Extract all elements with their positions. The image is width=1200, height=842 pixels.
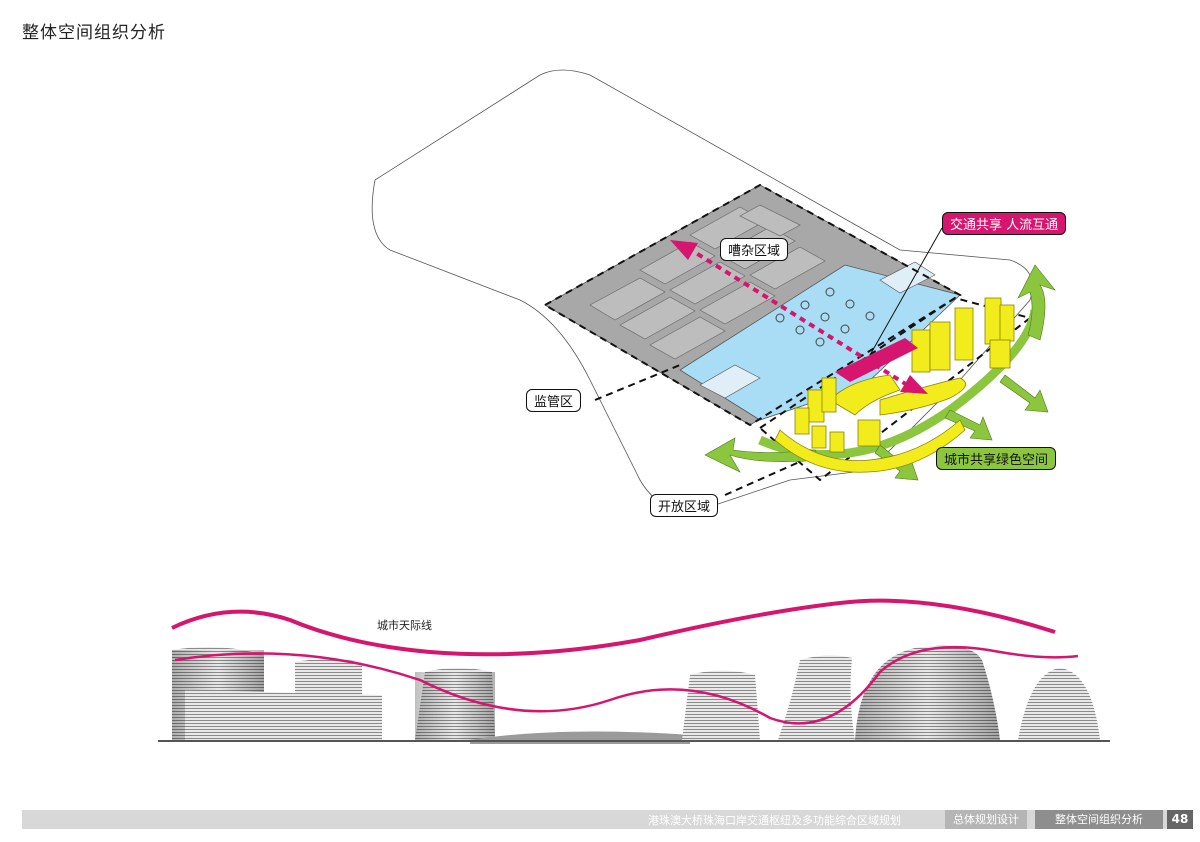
zone-dashed-outline: [542, 183, 962, 427]
traffic-leader: [869, 227, 943, 356]
footer-project-title: 港珠澳大桥珠海口岸交通枢纽及多功能综合区域规划: [648, 814, 901, 827]
skyline-buildings: [158, 645, 1110, 744]
supervision-label: 监管区: [526, 389, 582, 412]
supervision-zone-dots: [775, 287, 875, 347]
skyline-label: 城市天际线: [377, 619, 432, 632]
open-area-label: 开放区域: [650, 494, 719, 517]
green-arrows: [704, 264, 1056, 481]
open-zone-dashed-outline: [758, 296, 1033, 482]
green-space-label: 城市共享绿色空间: [936, 447, 1057, 470]
footer-current-tab: 整体空间组织分析: [1035, 810, 1163, 829]
footer-section-tab: 总体规划设计: [945, 810, 1027, 829]
page-title: 整体空间组织分析: [22, 23, 166, 43]
mixed-area-label: 嘈杂区域: [720, 238, 789, 261]
footer-bar: [22, 810, 1177, 829]
mixed-zone-blocks: [589, 204, 826, 360]
traffic-arrow: [670, 240, 928, 394]
skyline-curve-lower: [174, 645, 1079, 725]
yellow-buildings: [774, 297, 1015, 473]
skyline-curve-upper: [171, 598, 1056, 657]
traffic-share-label: 交通共享 人流互通: [942, 212, 1067, 235]
page-number: 48: [1167, 810, 1193, 829]
